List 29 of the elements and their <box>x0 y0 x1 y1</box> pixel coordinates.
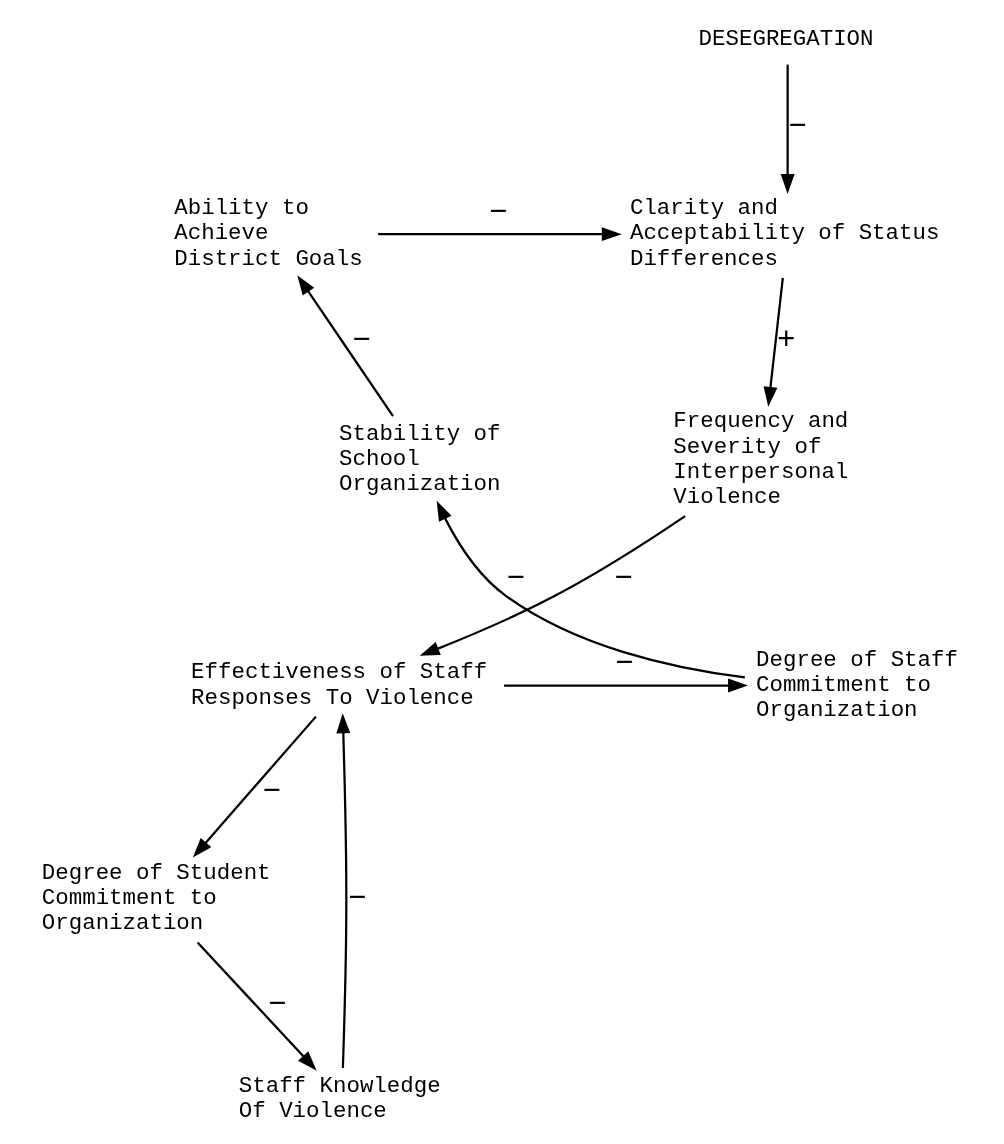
edge-label: − <box>352 322 371 358</box>
arrow <box>192 715 317 858</box>
edge-label: + <box>776 322 796 358</box>
node-text: Clarity and Acceptability of Status Differences <box>629 195 940 272</box>
arrow <box>763 277 784 407</box>
node-text: Stability of School Organization <box>339 420 501 498</box>
edge-label: − <box>488 194 508 230</box>
edge-label: − <box>614 560 633 596</box>
node-text: Ability to Achieve District Goals <box>174 195 363 272</box>
arrow <box>336 713 351 1068</box>
arrow <box>436 500 746 679</box>
arrow <box>378 227 622 242</box>
arrow <box>297 275 394 417</box>
edge-label: − <box>506 560 525 596</box>
edge-label: − <box>262 773 281 809</box>
node-text: Degree of Staff Commitment to Organization <box>756 646 958 724</box>
arrow <box>196 941 317 1071</box>
arrow <box>419 515 686 656</box>
edge-label: − <box>615 646 634 682</box>
edge-label: − <box>348 880 367 916</box>
node-text: Effectiveness of Staff Responses To Violence <box>191 659 488 711</box>
node-text: Staff Knowledge Of Violence <box>238 1072 441 1125</box>
node-text: DESEGREGATION <box>698 25 874 52</box>
node-text: Degree of Student Commitment to Organization <box>41 859 271 937</box>
edge-label: − <box>788 109 807 145</box>
node-text: Frequency and Severity of Interpersonal Violence <box>673 408 849 511</box>
edge-label: − <box>268 987 287 1023</box>
arrow <box>780 64 795 194</box>
arrow <box>504 678 748 693</box>
